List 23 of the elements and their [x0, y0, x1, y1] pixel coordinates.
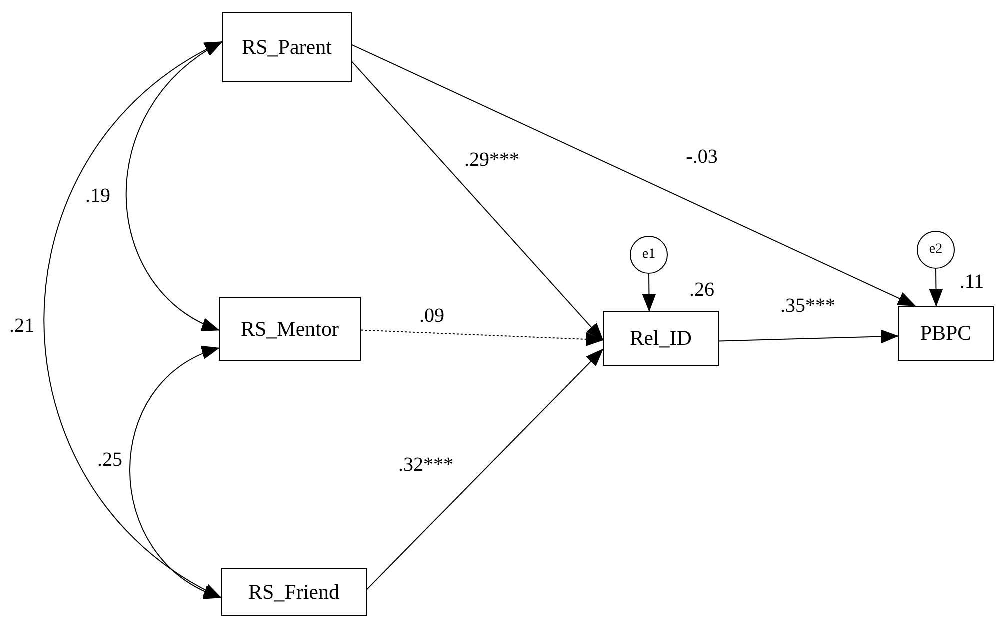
path-arrow	[360, 330, 604, 346]
error-circle	[917, 231, 955, 269]
path-arrow	[352, 44, 916, 306]
variable-box	[898, 306, 994, 361]
covariance-arrow	[44, 42, 223, 598]
variable-box	[222, 12, 352, 82]
error-circle	[630, 236, 668, 274]
path-arrow	[352, 61, 604, 341]
variable-name: RS_Parent	[242, 36, 332, 58]
variable-name: PBPC	[920, 323, 972, 344]
variable-name: RS_Mentor	[240, 318, 339, 340]
variable-name: Rel_ID	[630, 328, 692, 349]
error-term-label: e1	[642, 248, 656, 262]
variable-box	[603, 311, 719, 366]
error-term-label: e2	[929, 243, 943, 257]
path-arrow	[642, 274, 656, 312]
path-arrow	[718, 330, 899, 344]
variable-box	[219, 297, 361, 361]
variable-name: RS_Friend	[248, 582, 340, 602]
path-arrow	[366, 348, 604, 590]
variable-box	[221, 568, 367, 616]
covariance-arrow	[130, 348, 222, 598]
path-arrow	[929, 268, 944, 307]
